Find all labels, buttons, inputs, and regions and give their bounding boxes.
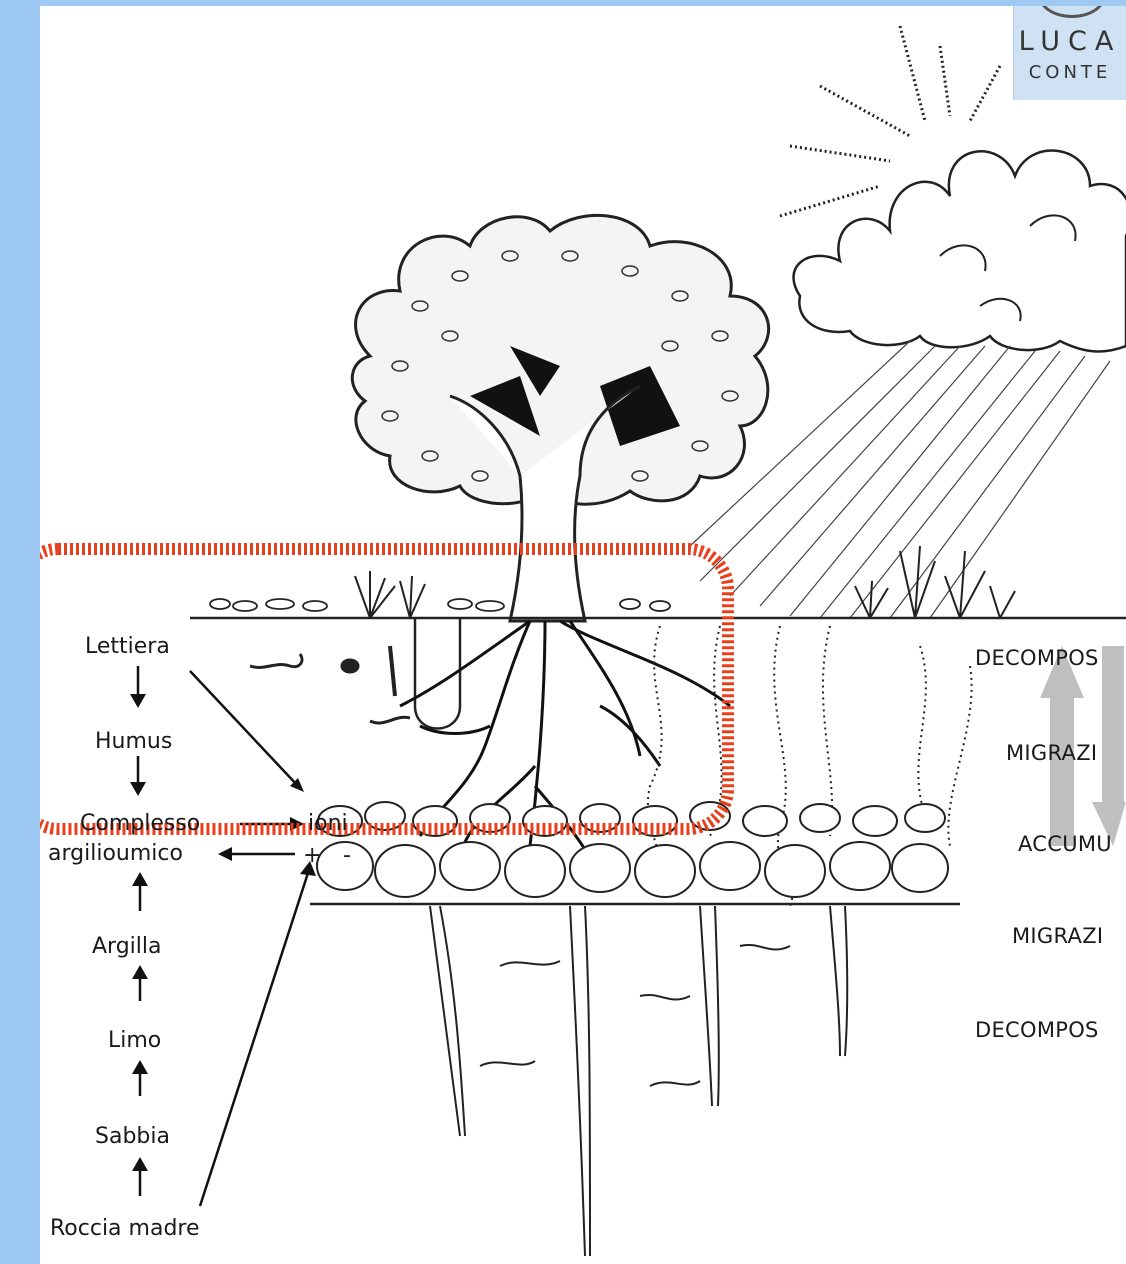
- luca-conte-logo: LUCA CONTE: [1013, 6, 1126, 100]
- up-arrow-shaft: [1050, 696, 1074, 846]
- label-plus: +: [303, 843, 321, 868]
- process-migration-top: MIGRAZI: [1006, 741, 1097, 765]
- down-arrow-shaft: [1102, 646, 1124, 806]
- tree-roots: [400, 621, 730, 876]
- label-humus: Humus: [95, 729, 172, 754]
- label-lettiera: Lettiera: [85, 634, 170, 659]
- label-sabbia: Sabbia: [95, 1124, 170, 1149]
- label-argilloumico: argilioumico: [48, 841, 183, 866]
- stone-layer: [317, 802, 948, 897]
- label-argilla: Argilla: [92, 934, 162, 959]
- process-accumulation: ACCUMU: [1018, 832, 1112, 856]
- process-decomposition-bottom: DECOMPOS: [975, 1018, 1099, 1042]
- label-ioni: ioni: [308, 811, 348, 836]
- label-complesso: Complesso: [80, 811, 200, 836]
- soil-illustration: [40, 6, 1126, 1264]
- process-migration-bottom: MIGRAZI: [1012, 924, 1103, 948]
- logo-arc: [1038, 6, 1106, 18]
- highlight-box: [40, 549, 728, 829]
- label-minus: -: [343, 843, 351, 868]
- diagram-canvas: Lettiera Humus Complesso argilioumico io…: [40, 6, 1126, 1264]
- cloud: [794, 151, 1126, 352]
- logo-line1: LUCA: [1014, 26, 1126, 57]
- label-roccia-madre: Roccia madre: [50, 1216, 200, 1241]
- logo-line2: CONTE: [1014, 62, 1126, 83]
- process-decomposition-top: DECOMPOS: [975, 646, 1099, 670]
- label-limo: Limo: [108, 1028, 161, 1053]
